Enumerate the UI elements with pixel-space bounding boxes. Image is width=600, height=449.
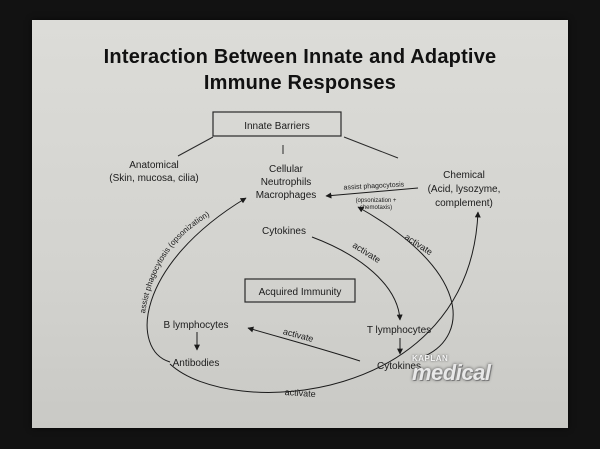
opsonization-chemotaxis-label-2: chemotaxis) [360,205,392,211]
t-lymphocytes-label: T lymphocytes [367,325,431,336]
activate-complement-textpath: activate [284,387,316,399]
assist-phagocytosis-opsonization-label: assist phagocytosis (opsonization) [138,209,211,313]
arrow-cytokines-to-blymphocytes [247,326,361,362]
brand-company: KAPLAN [412,354,449,363]
innate-barriers-box [212,111,342,137]
connector-chemical [343,136,399,159]
cellular-label: Cellular [269,164,304,175]
assist-phagocytosis-opsonization-textpath: assist phagocytosis (opsonization) [138,209,211,313]
title-line-1: Interaction Between Innate and Adaptive [103,46,497,68]
innate-barriers-label: Innate Barriers [244,121,310,132]
brand-division: medical [412,360,491,385]
chemical-detail-1: (Acid, lysozyme, [428,184,501,195]
anatomical-label: Anatomical [129,160,178,171]
activate-macrophages-textpath: activate [403,232,434,257]
slide-title: Interaction Between Innate and Adaptive … [32,44,568,96]
arrow-antibodies-to-macrophages [146,197,247,363]
b-lymphocytes-label: B lymphocytes [163,320,228,331]
arrow-activate-macrophages [357,206,454,357]
macrophages-label: Macrophages [256,190,317,201]
kaplan-medical-logo: KAPLAN medical [412,354,522,386]
antibodies-label: Antibodies [173,358,220,369]
assist-phagocytosis-label: assist phagocytosis [343,181,404,191]
title-line-2: Immune Responses [203,72,397,94]
cytokines-top-label: Cytokines [262,226,306,237]
chemical-detail-2: complement) [435,198,493,209]
activate-cytokines-textpath: activate [351,240,383,265]
cytokines-bottom-label: Cytokines [377,361,421,372]
arrow-antibodies-to-complement [169,211,481,393]
activate-b-lymphocytes-label: activate [282,326,315,344]
chemical-label: Chemical [443,170,485,181]
opsonization-chemotaxis-label-1: (opsonization + [356,198,397,204]
activate-cytokines-label: activate [351,240,383,265]
acquired-immunity-label: Acquired Immunity [259,287,342,298]
connector-anatomical [177,136,214,157]
arrow-chemical-to-macrophages [325,187,419,199]
slide: Interaction Between Innate and Adaptive … [32,20,568,428]
anatomical-detail: (Skin, mucosa, cilia) [109,173,198,184]
neutrophils-label: Neutrophils [261,177,312,188]
acquired-immunity-box [244,278,356,303]
activate-complement-label: activate [284,387,316,399]
arrow-cytokines-to-tlymphocytes [311,236,403,321]
activate-b-lymphocytes-textpath: activate [282,326,315,344]
activate-macrophages-label: activate [403,232,434,257]
